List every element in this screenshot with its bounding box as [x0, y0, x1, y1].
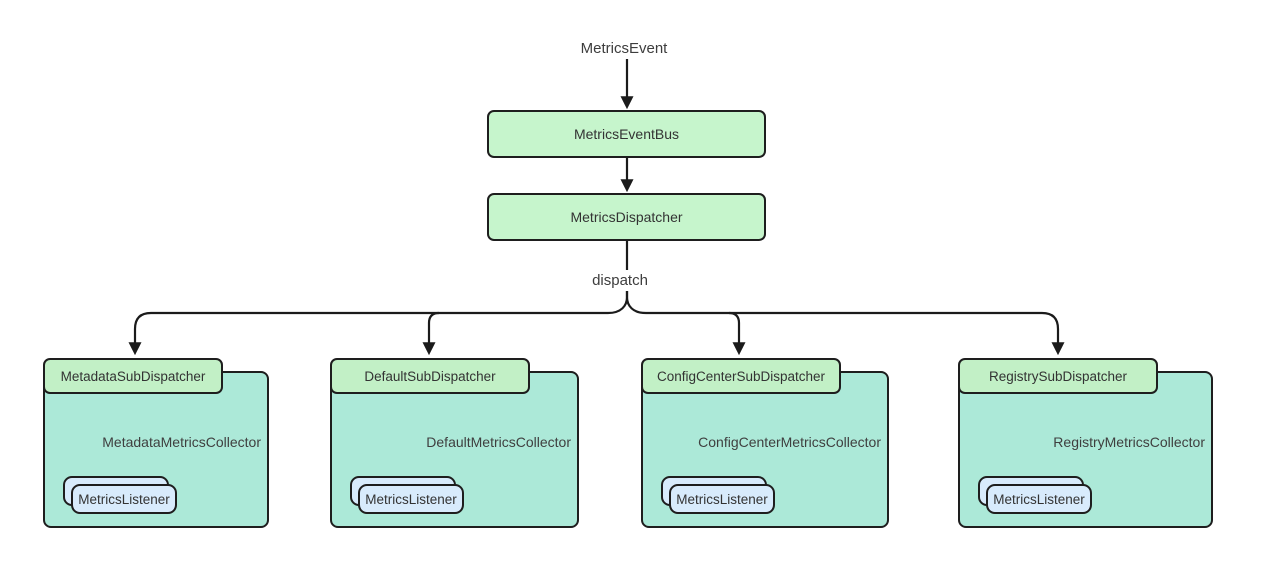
node-configcenter-sub-dispatcher-label: ConfigCenterSubDispatcher — [656, 368, 826, 384]
branch-arrow-configcenter — [728, 311, 746, 356]
node-metrics-listener: MetricsListener — [669, 484, 775, 514]
metadata-metrics-collector-label: MetadataMetricsCollector — [102, 434, 261, 450]
node-metrics-event-bus: MetricsEventBus — [487, 110, 766, 158]
subsystem-metadata: MetadataSubDispatcher MetadataMetricsCol… — [43, 358, 269, 528]
node-registry-sub-dispatcher: RegistrySubDispatcher — [958, 358, 1158, 394]
dispatch-edge-label: dispatch — [588, 271, 652, 290]
node-metrics-listener: MetricsListener — [358, 484, 464, 514]
node-metrics-listener: MetricsListener — [71, 484, 177, 514]
metrics-listener-label: MetricsListener — [676, 491, 768, 507]
configcenter-metrics-collector-label: ConfigCenterMetricsCollector — [698, 434, 881, 450]
node-default-sub-dispatcher: DefaultSubDispatcher — [330, 358, 530, 394]
node-default-sub-dispatcher-label: DefaultSubDispatcher — [364, 368, 496, 384]
metrics-listener-label: MetricsListener — [365, 491, 457, 507]
subsystem-default: DefaultSubDispatcher DefaultMetricsColle… — [330, 358, 579, 528]
node-registry-sub-dispatcher-label: RegistrySubDispatcher — [988, 368, 1128, 384]
subsystem-registry: RegistrySubDispatcher RegistryMetricsCol… — [958, 358, 1213, 528]
branch-arrow-default — [422, 311, 440, 356]
branch-arrow-registry — [625, 291, 1065, 356]
default-metrics-collector-label: DefaultMetricsCollector — [426, 434, 571, 450]
registry-metrics-collector-label: RegistryMetricsCollector — [1053, 434, 1205, 450]
node-metrics-dispatcher-label: MetricsDispatcher — [570, 209, 683, 225]
node-metrics-dispatcher: MetricsDispatcher — [487, 193, 766, 241]
branch-arrow-metadata — [128, 291, 629, 356]
node-metadata-sub-dispatcher: MetadataSubDispatcher — [43, 358, 223, 394]
node-metadata-sub-dispatcher-label: MetadataSubDispatcher — [60, 368, 206, 384]
subsystem-configcenter: ConfigCenterSubDispatcher ConfigCenterMe… — [641, 358, 889, 528]
metrics-listener-label: MetricsListener — [78, 491, 170, 507]
node-configcenter-sub-dispatcher: ConfigCenterSubDispatcher — [641, 358, 841, 394]
metrics-listener-label: MetricsListener — [993, 491, 1085, 507]
metrics-event-label: MetricsEvent — [576, 39, 672, 58]
node-metrics-event-bus-label: MetricsEventBus — [573, 126, 680, 142]
node-metrics-listener: MetricsListener — [986, 484, 1092, 514]
